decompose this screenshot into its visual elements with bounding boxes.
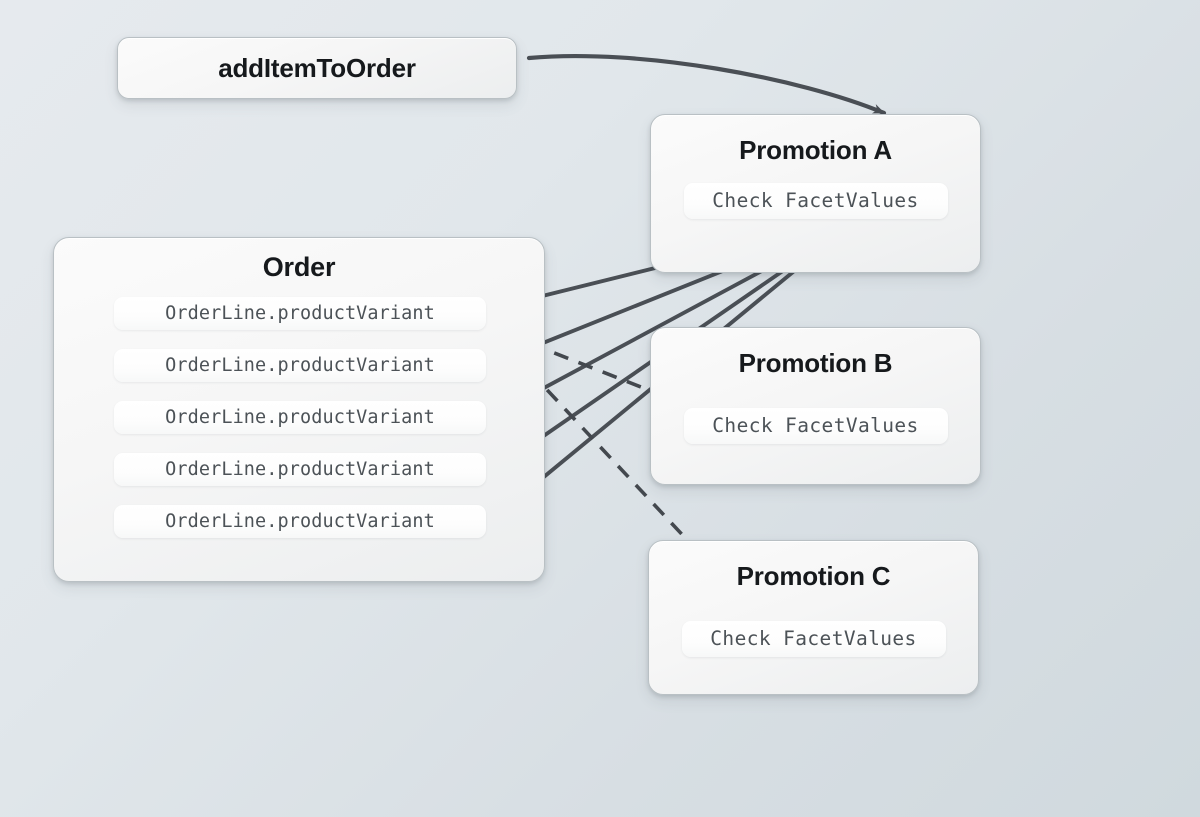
orderline-pill[interactable]: OrderLine.productVariant — [114, 349, 486, 382]
orderline-pill[interactable]: OrderLine.productVariant — [114, 401, 486, 434]
node-order[interactable]: Order OrderLine.productVariant OrderLine… — [53, 237, 545, 582]
orderline-pill[interactable]: OrderLine.productVariant — [114, 297, 486, 330]
node-add-item-to-order-label: addItemToOrder — [218, 52, 416, 83]
edge-addItemToOrder-to-promotionA — [526, 53, 887, 116]
node-promotion-c-title: Promotion C — [736, 561, 891, 591]
node-promotion-c[interactable]: Promotion C Check FacetValues — [648, 540, 979, 695]
node-promotion-a[interactable]: Promotion A Check FacetValues — [650, 114, 981, 273]
node-promotion-b[interactable]: Promotion B Check FacetValues — [650, 327, 981, 485]
node-order-title: Order — [262, 252, 336, 282]
promotion-a-check-facetvalues[interactable]: Check FacetValues — [683, 183, 948, 219]
promotion-c-check-facetvalues[interactable]: Check FacetValues — [681, 621, 946, 657]
orderline-pill[interactable]: OrderLine.productVariant — [114, 453, 486, 486]
node-promotion-a-title: Promotion A — [739, 135, 892, 165]
node-add-item-to-order[interactable]: addItemToOrder — [117, 37, 517, 99]
node-promotion-b-title: Promotion B — [738, 348, 893, 378]
orderline-pill[interactable]: OrderLine.productVariant — [114, 505, 486, 538]
orderline-list: OrderLine.productVariant OrderLine.produ… — [54, 297, 544, 538]
promotion-b-check-facetvalues[interactable]: Check FacetValues — [683, 408, 948, 444]
